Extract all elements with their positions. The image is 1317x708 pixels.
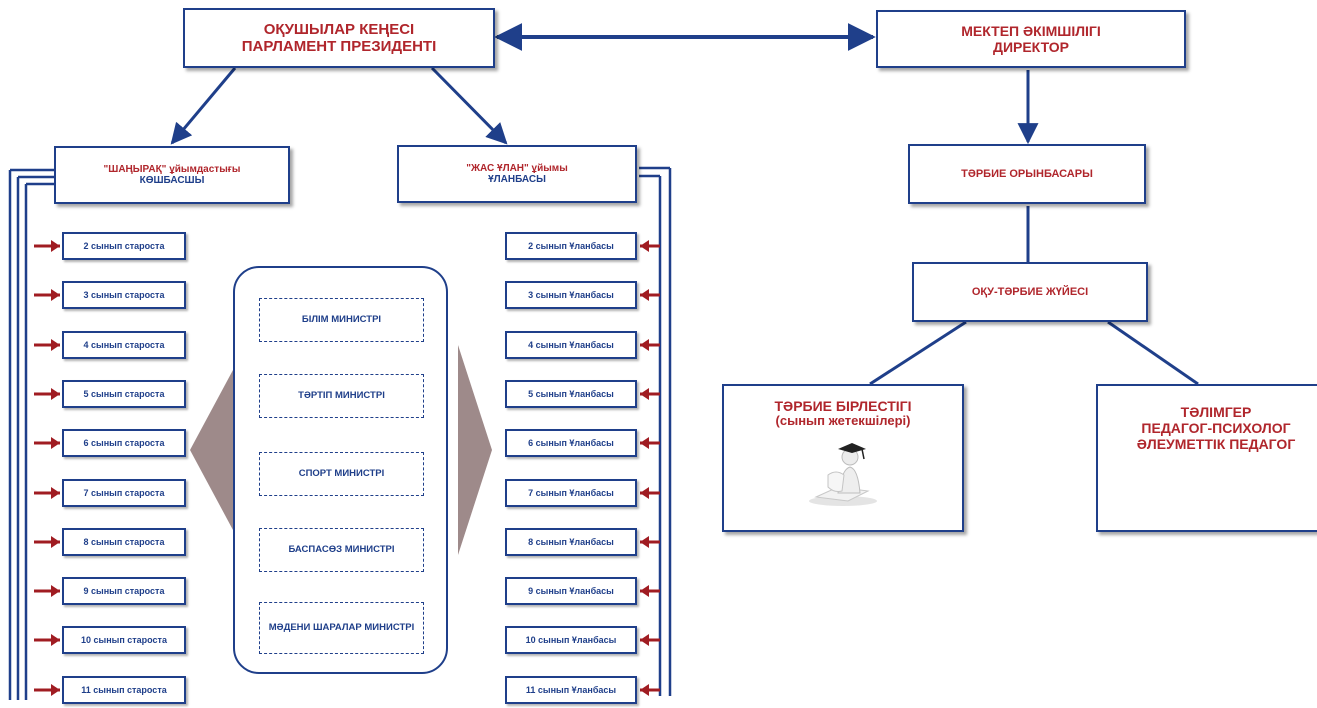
graduate-figure-image — [809, 443, 877, 507]
red-arrow-head — [51, 634, 60, 646]
red-arrow-head — [51, 536, 60, 548]
list-item: 2 сынып Ұланбасы — [505, 232, 637, 260]
red-arrow-head — [640, 585, 649, 597]
admin-title: МЕКТЕП ӘКІМШІЛІГІ — [961, 22, 1101, 39]
admin-subtitle: ДИРЕКТОР — [992, 39, 1070, 55]
deputy-label: ТӘРБИЕ ОРЫНБАСАРЫ — [961, 167, 1093, 180]
list-item: 8 сынып Ұланбасы — [505, 528, 637, 556]
red-arrow-head — [51, 388, 60, 400]
shanyrak-box: "ШАҢЫРАҚ" ұйымдастығы КӨШБАСШЫ — [54, 146, 290, 204]
ministry-item: ТӘРТІП МИНИСТРІ — [259, 374, 424, 418]
red-arrow-head — [51, 487, 60, 499]
council-ulan-link — [430, 66, 508, 145]
red-arrow-head — [640, 289, 649, 301]
council-shanyrak-link — [170, 67, 237, 145]
ministry-item: МӘДЕНИ ШАРАЛАР МИНИСТРІ — [259, 602, 424, 654]
list-item: 3 сынып Ұланбасы — [505, 281, 637, 309]
list-item: 8 сынып староста — [62, 528, 186, 556]
system-staff-link — [1107, 320, 1199, 386]
list-item: 10 сынып староста — [62, 626, 186, 654]
ministry-item: БАСПАСӨЗ МИНИСТРІ — [259, 528, 424, 572]
admin-box: МЕКТЕП ӘКІМШІЛІГІ ДИРЕКТОР — [876, 10, 1186, 68]
red-arrow-head — [640, 684, 649, 696]
list-item: 5 сынып староста — [62, 380, 186, 408]
list-item: 6 сынып староста — [62, 429, 186, 457]
shanyrak-subtitle: КӨШБАСШЫ — [139, 175, 205, 186]
unity-subtitle: (сынып жетекшілері) — [775, 413, 911, 429]
red-arrow-head — [51, 585, 60, 597]
unity-title: ТӘРБИЕ БІРЛЕСТІГІ — [774, 398, 912, 414]
council-title: ОҚУШЫЛАР КЕҢЕСІ — [263, 20, 415, 38]
red-arrow-head — [51, 339, 60, 351]
unity-box: ТӘРБИЕ БІРЛЕСТІГІ (сынып жетекшілері) — [722, 384, 964, 532]
red-arrow-head — [51, 240, 60, 252]
red-arrow-head — [640, 240, 649, 252]
red-arrow-head — [51, 684, 60, 696]
list-item: 2 сынып староста — [62, 232, 186, 260]
council-box: ОҚУШЫЛАР КЕҢЕСІ ПАРЛАМЕНТ ПРЕЗИДЕНТІ — [183, 8, 495, 68]
staff-line-2: ПЕДАГОГ-ПСИХОЛОГ — [1141, 420, 1291, 437]
list-item: 11 сынып Ұланбасы — [505, 676, 637, 704]
ministry-item: БІЛІМ МИНИСТРІ — [259, 298, 424, 342]
big-right-arrow — [458, 345, 492, 555]
staff-line-3: ӘЛЕУМЕТТІК ПЕДАГОГ — [1136, 436, 1296, 453]
list-item: 7 сынып староста — [62, 479, 186, 507]
list-item: 4 сынып Ұланбасы — [505, 331, 637, 359]
system-label: ОҚУ-ТӘРБИЕ ЖҮЙЕСІ — [971, 285, 1089, 298]
council-subtitle: ПАРЛАМЕНТ ПРЕЗИДЕНТІ — [241, 38, 437, 55]
ministry-item: СПОРТ МИНИСТРІ — [259, 452, 424, 496]
red-arrow-head — [51, 437, 60, 449]
list-item: 5 сынып Ұланбасы — [505, 380, 637, 408]
ministries-panel: БІЛІМ МИНИСТРІ ТӘРТІП МИНИСТРІ СПОРТ МИН… — [233, 266, 448, 674]
red-arrow-head — [640, 634, 649, 646]
system-unity-link — [869, 320, 967, 386]
red-arrow-head — [640, 388, 649, 400]
staff-box: ТӘЛІМГЕР ПЕДАГОГ-ПСИХОЛОГ ӘЛЕУМЕТТІК ПЕД… — [1096, 384, 1317, 532]
list-item: 4 сынып староста — [62, 331, 186, 359]
zhas-ulan-subtitle: ҰЛАНБАСЫ — [488, 174, 546, 185]
zhas-ulan-box: "ЖАС ҰЛАН" ұйымы ҰЛАНБАСЫ — [397, 145, 637, 203]
red-arrow-head — [51, 289, 60, 301]
list-item: 7 сынып Ұланбасы — [505, 479, 637, 507]
shanyrak-title: "ШАҢЫРАҚ" ұйымдастығы — [103, 163, 241, 175]
list-item: 9 сынып староста — [62, 577, 186, 605]
system-box: ОҚУ-ТӘРБИЕ ЖҮЙЕСІ — [912, 262, 1148, 322]
list-item: 11 сынып староста — [62, 676, 186, 704]
staff-line-1: ТӘЛІМГЕР — [1180, 404, 1252, 420]
list-item: 6 сынып Ұланбасы — [505, 429, 637, 457]
red-arrow-head — [640, 437, 649, 449]
red-arrow-head — [640, 339, 649, 351]
list-item: 9 сынып Ұланбасы — [505, 577, 637, 605]
zhas-ulan-title: "ЖАС ҰЛАН" ұйымы — [466, 162, 568, 174]
list-item: 3 сынып староста — [62, 281, 186, 309]
red-arrow-head — [640, 536, 649, 548]
red-arrow-head — [640, 487, 649, 499]
list-item: 10 сынып Ұланбасы — [505, 626, 637, 654]
deputy-box: ТӘРБИЕ ОРЫНБАСАРЫ — [908, 144, 1146, 204]
big-left-arrow — [190, 370, 233, 530]
